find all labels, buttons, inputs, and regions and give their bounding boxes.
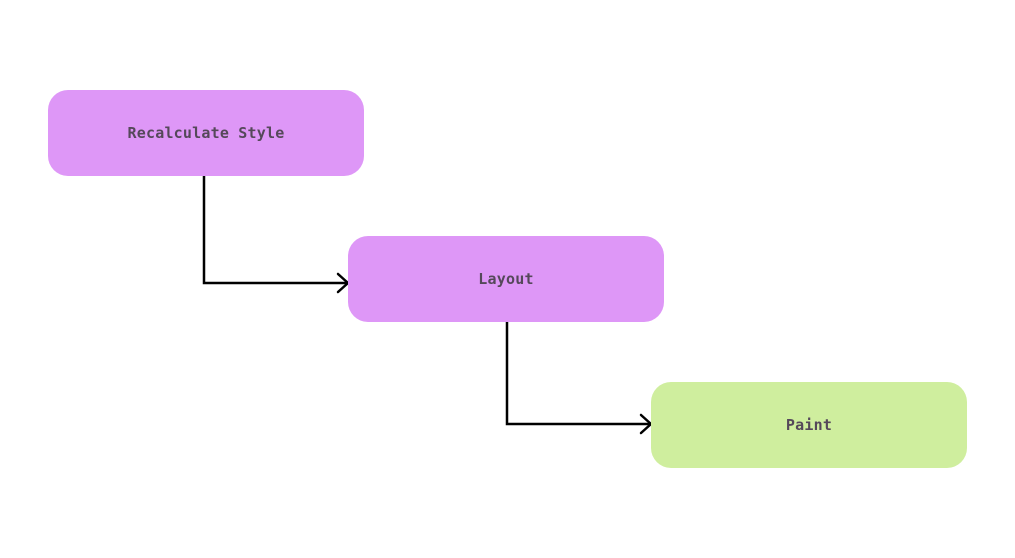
node-layout[interactable]: Layout bbox=[348, 236, 664, 322]
node-label: Recalculate Style bbox=[127, 124, 285, 142]
node-paint[interactable]: Paint bbox=[651, 382, 967, 468]
connector-line bbox=[505, 320, 650, 426]
node-recalculate-style[interactable]: Recalculate Style bbox=[48, 90, 364, 176]
connector-line bbox=[202, 174, 347, 285]
edge-recalculate-style-to-layout bbox=[202, 174, 350, 294]
edge-layout-to-paint bbox=[505, 320, 653, 435]
arrowhead-icon bbox=[639, 413, 653, 435]
arrowhead-icon bbox=[336, 272, 350, 294]
node-label: Paint bbox=[785, 416, 833, 434]
node-label: Layout bbox=[478, 270, 534, 288]
